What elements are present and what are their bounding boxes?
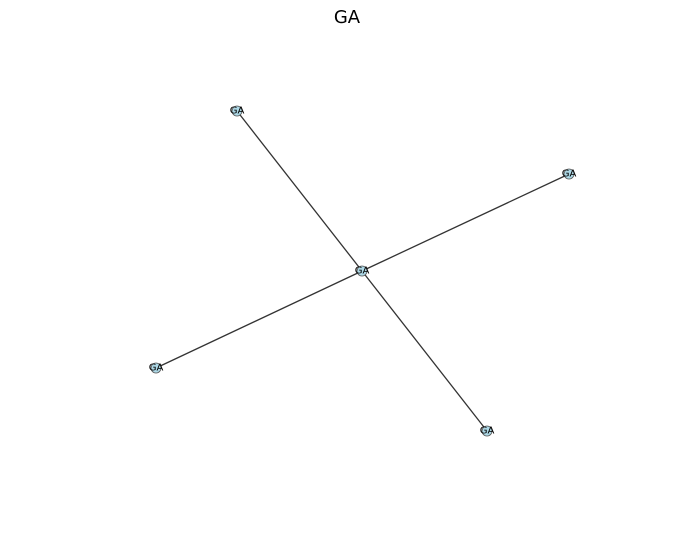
node-label: GA — [562, 169, 577, 180]
node-marker — [150, 362, 162, 374]
node-upper-left: GA — [230, 106, 245, 117]
edge-center-lower-right — [361, 270, 488, 432]
node-label: GA — [355, 266, 370, 277]
node-marker — [356, 265, 368, 277]
node-marker — [231, 105, 243, 117]
edge-center-lower-left — [155, 270, 363, 369]
diagram-title: GA — [333, 7, 361, 28]
node-label: GA — [149, 363, 164, 374]
edge-center-upper-right — [361, 173, 570, 272]
node-lower-left: GA — [149, 363, 164, 374]
node-center: GA — [355, 266, 370, 277]
node-marker — [563, 168, 575, 180]
node-marker — [481, 425, 493, 437]
node-upper-right: GA — [562, 169, 577, 180]
node-label: GA — [480, 426, 495, 437]
node-label: GA — [230, 106, 245, 117]
edge-center-upper-left — [236, 110, 363, 272]
node-lower-right: GA — [480, 426, 495, 437]
